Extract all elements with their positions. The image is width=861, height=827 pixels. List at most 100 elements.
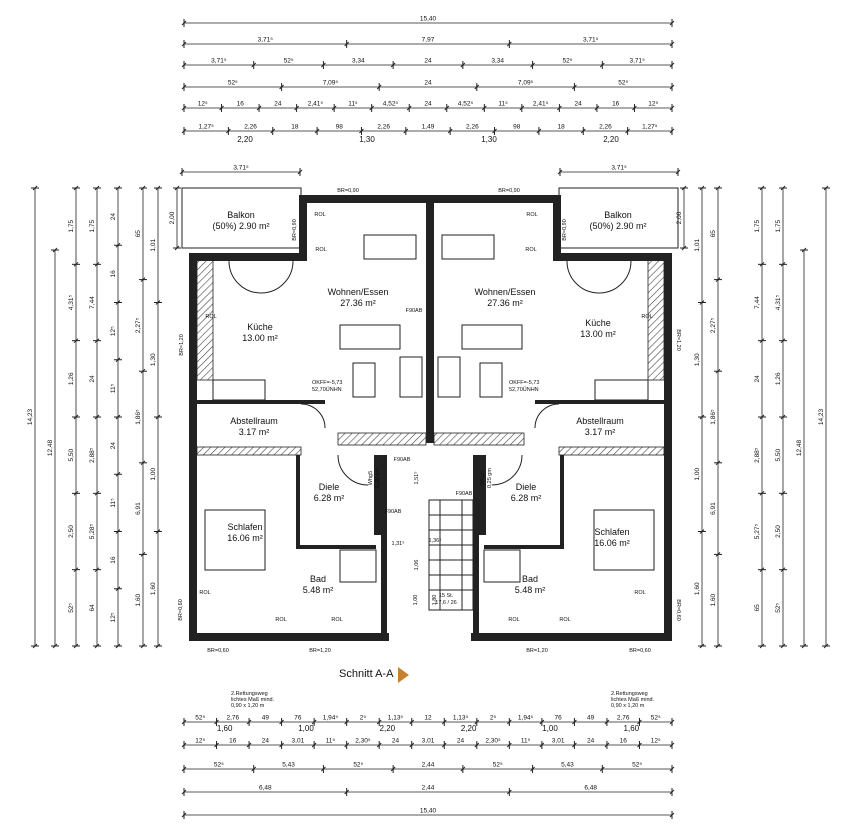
room-name-wohnen_r: Wohnen/Essen — [475, 287, 536, 297]
dim-top-row-2-label: 7,97 — [422, 37, 435, 44]
dim-right-col-7-label: 65 — [710, 230, 717, 238]
dim-top-row-4-label: 52⁵ — [228, 80, 238, 87]
dim-bottom-row-2-label: 11⁵ — [521, 738, 531, 745]
stair-dim-label: 1,06 — [414, 560, 420, 571]
room-name-diele_r: Diele — [516, 482, 537, 492]
wall-storage-top-right — [535, 400, 664, 404]
dim-bottom-row-1-label: 49 — [587, 715, 595, 722]
rol-label: ROL — [559, 617, 570, 623]
room-area-bad_r: 5.48 m² — [515, 585, 546, 595]
dim-bottom-row-2-label: 24 — [587, 738, 595, 745]
dim-bottom-row-1-sub-label: 1,00 — [298, 724, 314, 733]
outer-wall-left — [189, 253, 197, 641]
dim-bottom-row-1-label: 2⁵ — [490, 715, 497, 722]
room-area-wohnen_l: 27.36 m² — [340, 298, 376, 308]
room-name-abstell_l: Abstellraum — [230, 416, 278, 426]
okff-label: 52,70ÜNHN — [312, 386, 342, 393]
dim-bottom-row-3-label: 52⁵ — [214, 762, 224, 769]
br-label: BR=0,60 — [675, 599, 681, 621]
room-area-diele_l: 6.28 m² — [314, 493, 345, 503]
dim-top-row-6-sub-label: 2,20 — [603, 135, 619, 144]
dim-right-col-8-label: 1,01 — [694, 239, 701, 252]
dim-top-row-4-label: 7,09⁵ — [518, 80, 534, 87]
stair-note: 17,6 / 26 — [435, 600, 456, 606]
dim-bottom-row-5: 15,40 — [181, 808, 675, 819]
dim-left-col-8-label: 1,30 — [150, 353, 157, 366]
bathtub-right — [483, 549, 521, 583]
kitchen-counter-left — [212, 379, 266, 401]
dim-left-balcony-width-label: 3,71⁵ — [233, 165, 249, 172]
wall-bedroom-right — [560, 455, 564, 545]
dim-top-row-6-sub-label: 2,20 — [237, 135, 253, 144]
dim-bottom-row-2-label: 2,30⁵ — [485, 738, 501, 745]
dim-top-row-5-label: 11⁵ — [348, 101, 358, 108]
f90ab-label: F90AB — [385, 509, 402, 515]
armchair-left — [399, 356, 423, 398]
room-area-diele_r: 6.28 m² — [511, 493, 542, 503]
dim-top-row-6-label: 2,26 — [599, 124, 612, 131]
dim-left-outer: 14,23 — [27, 185, 39, 649]
dim-bottom-row-3-label: 5,43 — [282, 762, 295, 769]
dim-left-col-4-label: 11⁵ — [110, 383, 117, 393]
dim-bottom-row-2-label: 12⁵ — [651, 738, 661, 745]
room-name-kueche_r: Küche — [585, 318, 611, 328]
wall-bath-right — [484, 545, 564, 549]
party-wall — [426, 203, 434, 443]
rol-label: ROL — [205, 314, 216, 320]
dim-bottom-row-1-label: 76 — [294, 715, 302, 722]
dim-right-col-5-label: 2,88⁵ — [754, 447, 761, 463]
coffee-table-left — [352, 362, 376, 398]
sofa-left — [339, 324, 401, 350]
dim-top-row-6-label: 1,49 — [422, 124, 435, 131]
dim-right-col-7-label: 1,86⁵ — [710, 409, 717, 425]
wall-storage-bottom-left — [196, 446, 302, 456]
dim-left-col-4-label: 12⁵ — [110, 326, 117, 336]
dim-bottom-row-1-label: 2,76 — [226, 715, 239, 722]
outer-wall-top-left — [189, 253, 299, 261]
door-swing-entry-right — [491, 454, 523, 486]
stair-wall-right — [473, 455, 479, 641]
dim-bottom-row-4-label: 6,48 — [259, 785, 272, 792]
room-name-schlafen_r: Schlafen — [594, 527, 629, 537]
armchair-right — [437, 356, 461, 398]
dim-top-row-1-label: 15,40 — [420, 16, 437, 23]
bed-left — [204, 509, 266, 571]
dim-right-col-5-label: 24 — [754, 375, 761, 383]
dim-bottom-row-2-label: 12⁵ — [195, 738, 205, 745]
dim-top-row-6-sub-label: 1,30 — [359, 135, 375, 144]
wall-shaft-left — [374, 455, 381, 535]
rescue-route-note: 0,90 x 1,20 m — [611, 703, 645, 709]
dim-right-col-8-label: 1,30 — [694, 353, 701, 366]
dim-left-col-5-label: 1,75 — [89, 219, 96, 232]
dim-top-row-5-label: 24 — [575, 101, 583, 108]
dim-right-balcony-label: 2,00 — [676, 211, 683, 224]
dim-top-row-6-label: 98 — [336, 124, 344, 131]
dim-bottom-row-2-label: 16 — [229, 738, 237, 745]
room-area-abstell_r: 3.17 m² — [585, 427, 616, 437]
wall-shaft-right — [479, 455, 486, 535]
f90ab-label: F90AB — [456, 491, 473, 497]
dim-left-col-2: 12,48 — [47, 247, 59, 649]
dim-bottom-row-1-sub-label: 2,20 — [380, 724, 396, 733]
dim-top-row-3-label: 52⁵ — [284, 58, 294, 65]
balcony-right — [558, 187, 679, 249]
dim-top-row-4-label: 7,09⁵ — [323, 80, 339, 87]
stair-dim-label: 1,31⁵ — [392, 540, 405, 547]
room-name-kueche_l: Küche — [247, 322, 273, 332]
dim-bottom-row-2-label: 3,01 — [292, 738, 305, 745]
dim-left-col-5-label: 64 — [89, 604, 96, 612]
rol-label: ROL — [314, 212, 325, 218]
door-swing-balcony-left — [228, 260, 294, 294]
dim-left-col-4-label: 24 — [110, 442, 117, 450]
dim-right-col-3-label: 4,31⁵ — [775, 295, 782, 311]
dim-left-col-8-label: 1,60 — [150, 582, 157, 595]
dim-top-row-6-label: 18 — [291, 124, 299, 131]
